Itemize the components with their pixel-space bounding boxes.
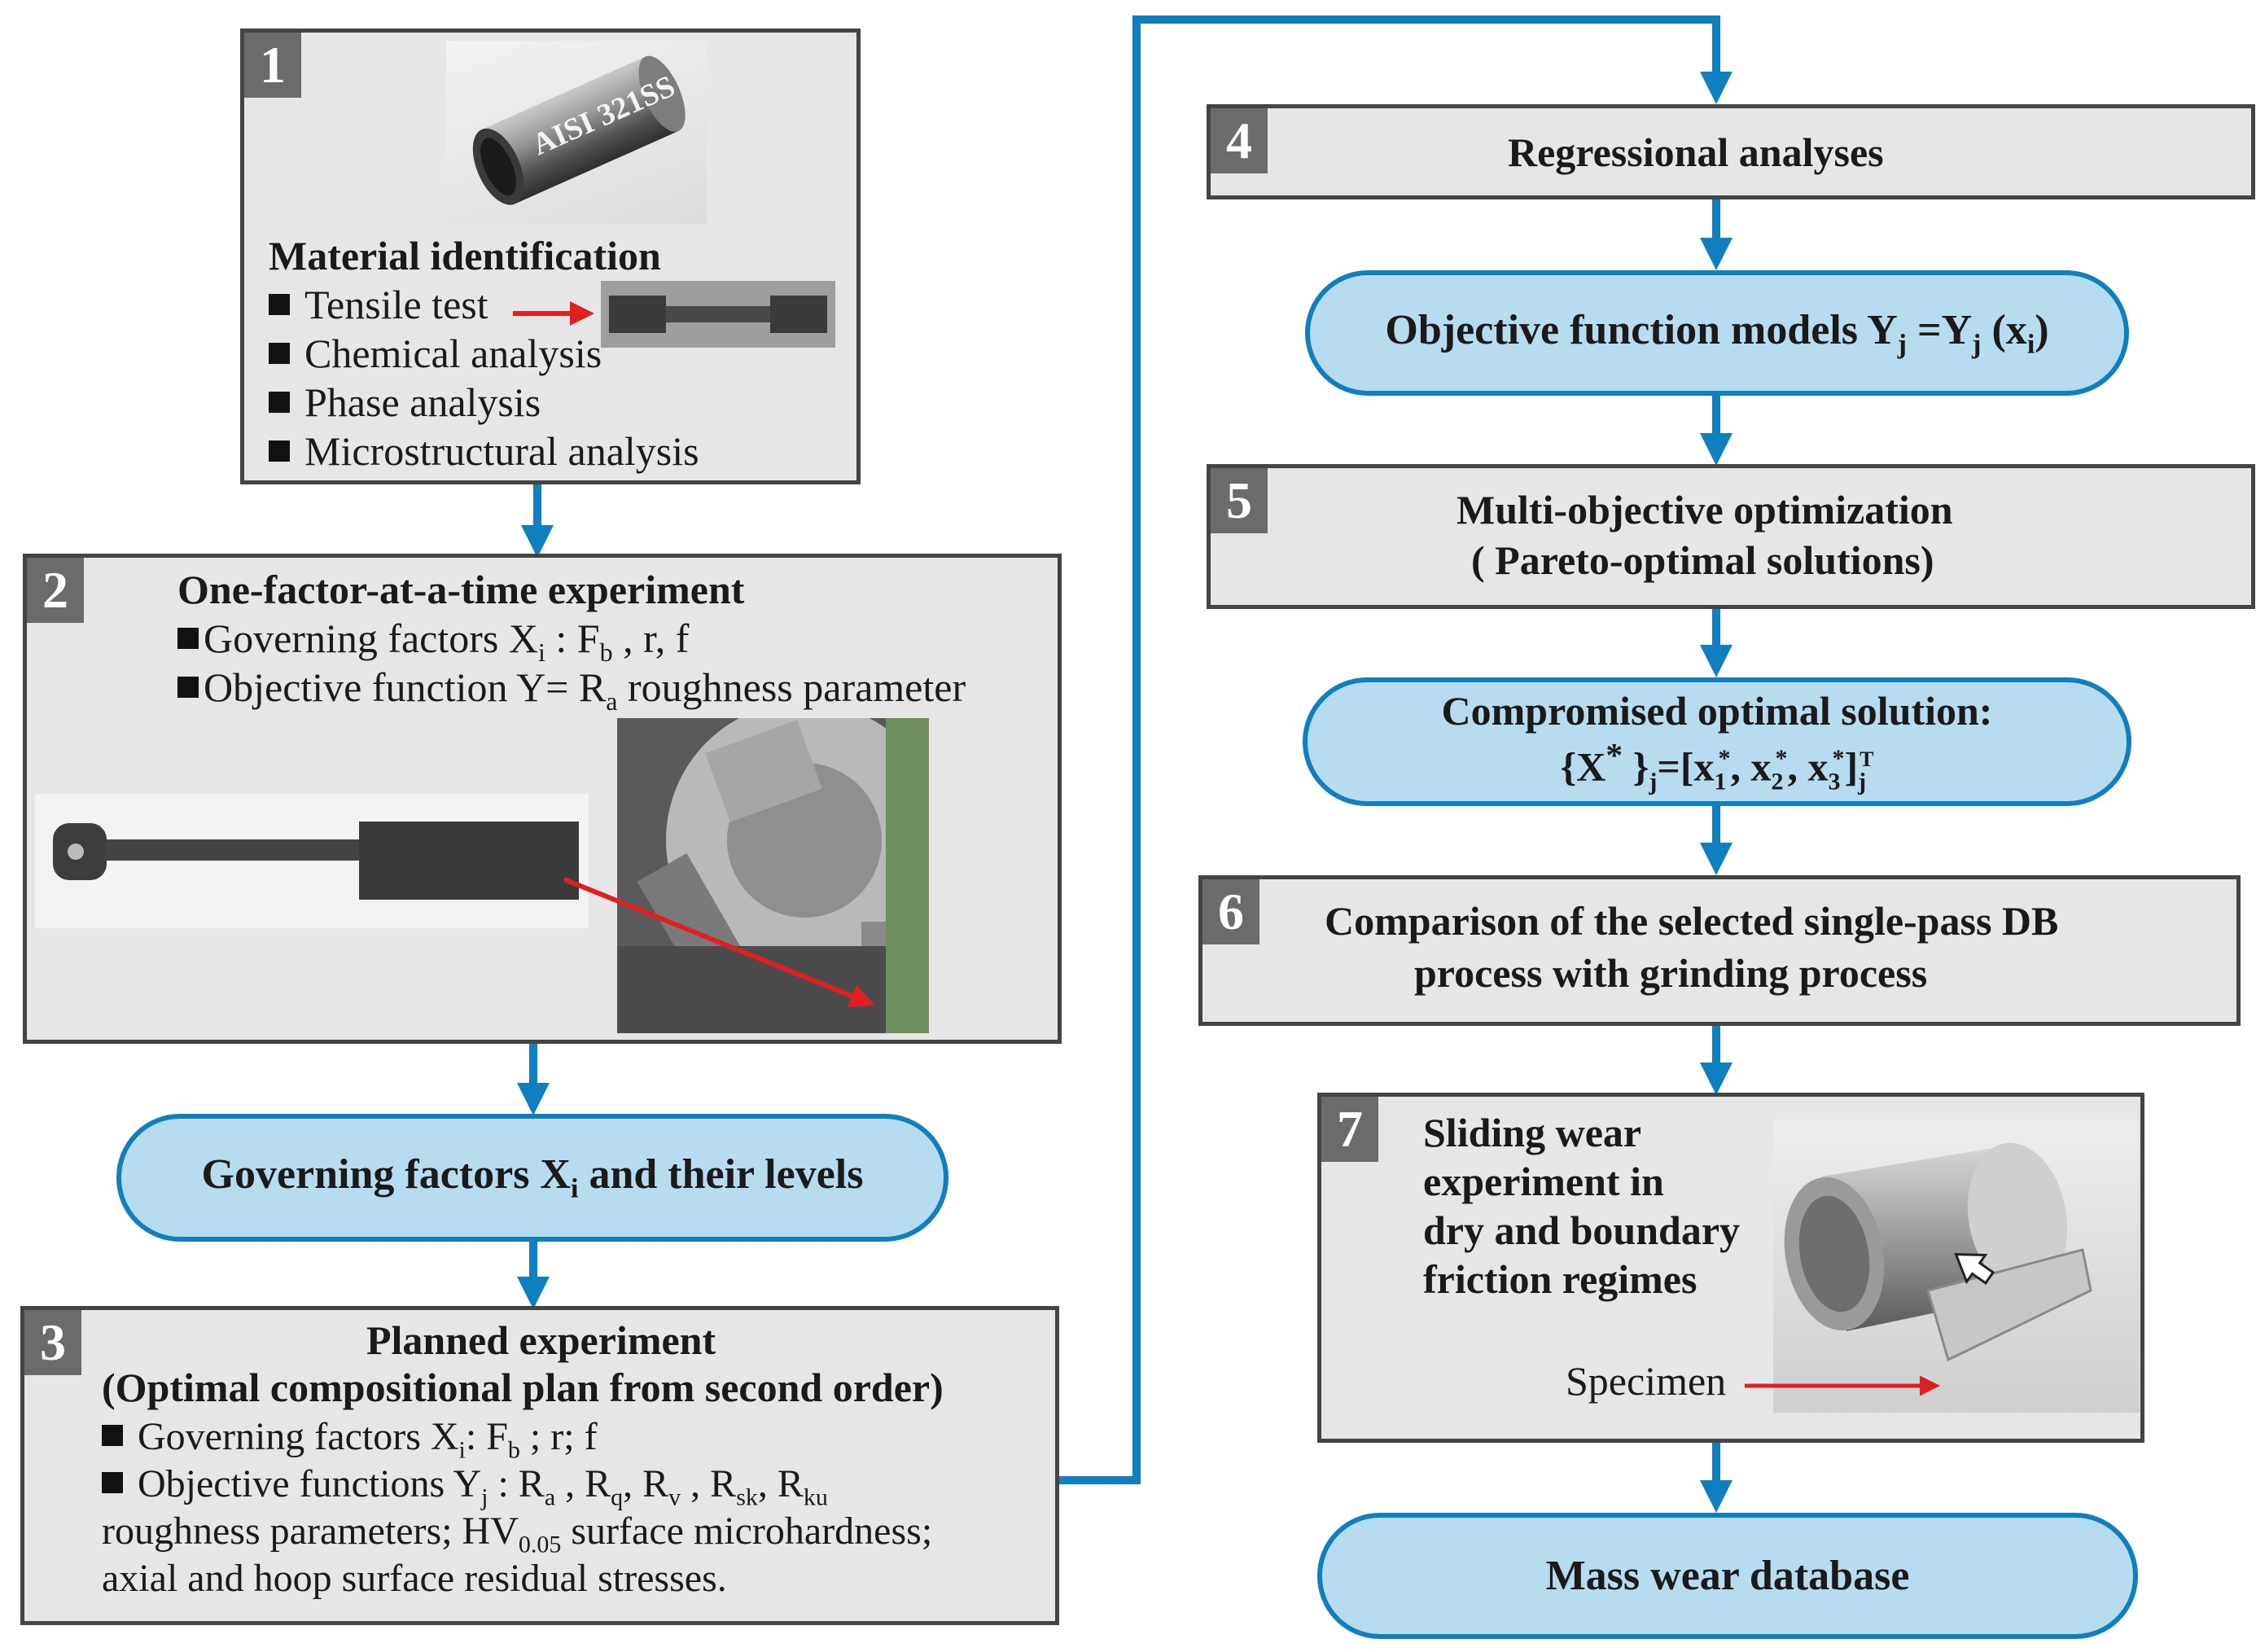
step-7-line: Sliding wear bbox=[1423, 1110, 1642, 1155]
step-5-title: Multi-objective optimization bbox=[1457, 487, 1953, 532]
pointer-arrow bbox=[513, 301, 594, 326]
step-5-box: 5 Multi-objective optimization ( Pareto-… bbox=[1207, 464, 2255, 609]
pointer-arrow bbox=[1745, 1375, 1940, 1396]
specimen-label: Specimen bbox=[1566, 1358, 1727, 1404]
step-7-line: dry and boundary bbox=[1423, 1207, 1741, 1253]
roughness-line: roughness parameters; HV0.05 surface mic… bbox=[102, 1510, 933, 1558]
objective-models-pill: Objective function models Yj =Yj (xi) bbox=[1305, 270, 2129, 396]
governing-factors-line: Governing factors Xi: Fb ; r; f bbox=[102, 1414, 598, 1465]
step-1-title: Material identification bbox=[269, 233, 661, 278]
step-2-box: 2 One-factor-at-a-time experiment Govern… bbox=[23, 554, 1062, 1044]
step-4-box: 4 Regressional analyses bbox=[1207, 104, 2255, 199]
compromised-solution-pill: Compromised optimal solution: {X* }j=[x1… bbox=[1303, 677, 2131, 806]
step-6-title: Comparison of the selected single-pass D… bbox=[1325, 898, 2059, 944]
step-7-box: 7 Sliding wear experiment in dry and bou… bbox=[1317, 1093, 2144, 1443]
step-number: 5 bbox=[1211, 468, 1268, 533]
mass-wear-database-pill: Mass wear database bbox=[1317, 1513, 2138, 1639]
step-3-subtitle: (Optimal compositional plan from second … bbox=[102, 1365, 944, 1410]
step-4-title: Regressional analyses bbox=[1508, 129, 1884, 175]
wear-test-image bbox=[1773, 1120, 2140, 1413]
list-item: Tensile test bbox=[269, 281, 488, 328]
step-number: 4 bbox=[1211, 108, 1268, 173]
step-6-box: 6 Comparison of the selected single-pass… bbox=[1198, 875, 2241, 1026]
step-number: 6 bbox=[1202, 879, 1259, 944]
residual-stress-line: axial and hoop surface residual stresses… bbox=[102, 1557, 727, 1600]
tensile-specimen-image bbox=[601, 281, 835, 348]
arrow-3-4 bbox=[1058, 15, 1733, 1484]
step-number: 3 bbox=[24, 1310, 81, 1375]
tube-image: AISI 321SS bbox=[446, 41, 707, 224]
list-item: Chemical analysis bbox=[269, 330, 602, 377]
step-1-box: 1 AISI 321SS Material identification Ten… bbox=[240, 28, 861, 484]
lathe-image bbox=[617, 718, 929, 1033]
objective-function-line: Objective function Y= Ra roughness param… bbox=[177, 664, 966, 716]
step-7-line: experiment in bbox=[1423, 1159, 1664, 1204]
compromise-title: Compromised optimal solution: bbox=[1441, 688, 1993, 734]
step-number: 7 bbox=[1321, 1097, 1378, 1162]
governing-factors-line: Governing factors Xi : Fb , r, f bbox=[177, 615, 689, 668]
step-3-box: 3 Planned experiment (Optimal compositio… bbox=[20, 1306, 1059, 1625]
pointer-arrow bbox=[564, 877, 875, 1008]
step-7-line: friction regimes bbox=[1423, 1256, 1697, 1302]
step-number: 1 bbox=[244, 33, 301, 98]
objective-functions-line: Objective functions Yj : Ra , Rq, Rv , R… bbox=[102, 1461, 828, 1512]
step-3-title: Planned experiment bbox=[366, 1317, 716, 1363]
step-2-title: One-factor-at-a-time experiment bbox=[177, 567, 745, 612]
step-5-subtitle: ( Pareto-optimal solutions) bbox=[1471, 537, 1934, 583]
step-6-subtitle: process with grinding process bbox=[1414, 950, 1928, 996]
governing-factors-pill: Governing factors Xi and their levels bbox=[116, 1114, 948, 1242]
burnishing-tool-image bbox=[35, 794, 589, 928]
list-item: Microstructural analysis bbox=[269, 427, 699, 475]
step-number: 2 bbox=[27, 558, 84, 623]
list-item: Phase analysis bbox=[269, 379, 541, 426]
compromise-formula: {X* }j=[x1*, x2*, x3*]jT bbox=[1560, 737, 1874, 795]
